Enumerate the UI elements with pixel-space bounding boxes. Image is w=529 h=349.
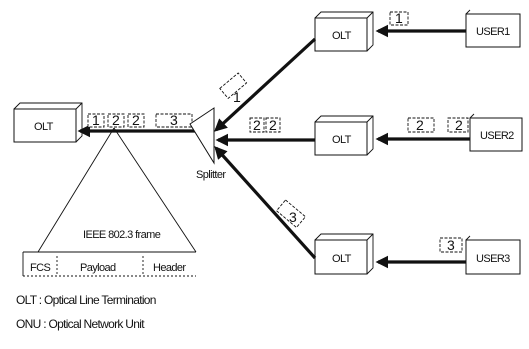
branch3-link-packet: 3 [289, 209, 297, 225]
branch3-olt-label: OLT [332, 253, 352, 265]
left-olt-box: OLT [13, 102, 83, 143]
splitter-label: Splitter [196, 169, 226, 181]
frame-callout: IEEE 802.3 frame [37, 127, 197, 253]
user3-packet: 3 [447, 237, 455, 253]
user1-label: USER1 [476, 26, 510, 38]
user2-packet-2: 2 [455, 117, 463, 133]
trunk-packet-3: 2 [132, 112, 140, 128]
user1-packet: 1 [395, 10, 403, 26]
frame-field-header: Header [153, 262, 186, 274]
branch2-link-packet-1: 2 [253, 117, 261, 133]
branch-user3: OLT USER3 3 3 [214, 146, 521, 275]
user2-packet-1: 2 [416, 117, 424, 133]
splitter: Splitter [189, 107, 227, 181]
frame-title: IEEE 802.3 frame [83, 229, 161, 241]
branch1-olt-label: OLT [332, 30, 352, 42]
branch-user1: OLT USER1 1 1 [214, 9, 521, 132]
user3-label: USER3 [476, 253, 510, 265]
legend-olt: OLT : Optical Line Termination [16, 293, 156, 307]
left-olt-label: OLT [34, 121, 54, 133]
branch1-link-packet: 1 [233, 89, 241, 105]
frame-field-payload: Payload [80, 262, 116, 274]
frame-fields: FCS Payload Header [22, 251, 196, 277]
frame-field-fcs: FCS [30, 262, 50, 274]
branch2-olt-label: OLT [332, 134, 352, 146]
branch2-link-packet-2: 2 [269, 117, 277, 133]
trunk-packet-2: 2 [112, 112, 120, 128]
user2-label: USER2 [480, 130, 514, 142]
branch-user2: OLT USER2 2 2 2 2 [215, 113, 523, 156]
trunk-packet-4: 3 [170, 112, 178, 128]
legend-onu: ONU : Optical Network Unit [16, 317, 145, 331]
trunk-packets: 1 2 2 3 [87, 112, 193, 128]
trunk-packet-1: 1 [92, 112, 100, 128]
